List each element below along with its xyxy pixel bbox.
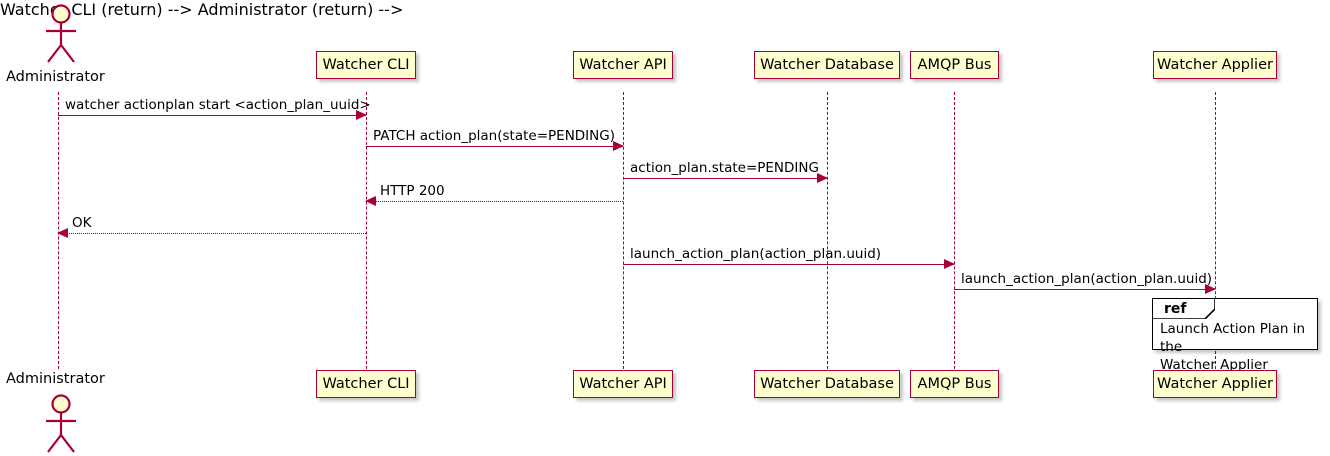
arrowhead-left-icon bbox=[57, 227, 68, 238]
message-7-launch-action-plan-applier[interactable]: launch_action_plan(action_plan.uuid) bbox=[954, 272, 1216, 294]
arrowhead-right-icon bbox=[356, 109, 367, 120]
participant-watcher-database-top[interactable]: Watcher Database bbox=[754, 51, 900, 79]
message-label: launch_action_plan(action_plan.uuid) bbox=[961, 270, 1213, 287]
message-3-action-plan-state-pending[interactable]: action_plan.state=PENDING bbox=[623, 161, 828, 183]
message-label: launch_action_plan(action_plan.uuid) bbox=[630, 245, 882, 262]
ref-fragment-text: Launch Action Plan in the Watcher Applie… bbox=[1160, 321, 1306, 373]
stick-figure-icon bbox=[46, 394, 76, 453]
participant-watcher-api-top[interactable]: Watcher API bbox=[573, 51, 673, 79]
participant-label: Watcher API bbox=[579, 56, 667, 73]
message-line bbox=[623, 264, 954, 265]
arrowhead-right-icon bbox=[1205, 283, 1216, 294]
arrowhead-right-icon bbox=[944, 258, 955, 269]
lifeline-watcher-cli bbox=[366, 92, 367, 369]
arrowhead-right-icon bbox=[613, 140, 624, 151]
message-line bbox=[954, 289, 1215, 290]
participant-label: Watcher API bbox=[579, 375, 667, 392]
ref-keyword: ref bbox=[1164, 301, 1187, 317]
actor-label-administrator-bottom: Administrator bbox=[6, 371, 105, 387]
message-label: OK bbox=[72, 214, 92, 231]
lifeline-amqp-bus bbox=[954, 92, 955, 369]
ref-fragment[interactable]: ref Launch Action Plan in the Watcher Ap… bbox=[1152, 298, 1318, 373]
participant-label: AMQP Bus bbox=[917, 375, 992, 392]
participant-watcher-api-bottom[interactable]: Watcher API bbox=[573, 370, 673, 398]
ref-fragment-tab: ref bbox=[1153, 299, 1215, 319]
message-label: PATCH action_plan(state=PENDING) bbox=[373, 127, 615, 144]
message-6-launch-action-plan-amqp[interactable]: launch_action_plan(action_plan.uuid) bbox=[623, 247, 955, 269]
message-1-watcher-actionplan-start[interactable]: watcher actionplan start <action_plan_uu… bbox=[58, 98, 371, 120]
actor-administrator-bottom bbox=[30, 392, 86, 454]
message-5-ok[interactable]: OK bbox=[57, 216, 366, 238]
actor-administrator-top bbox=[30, 2, 86, 64]
message-line bbox=[623, 178, 827, 179]
participant-watcher-cli-top[interactable]: Watcher CLI bbox=[316, 51, 416, 79]
participant-label: Watcher CLI bbox=[322, 375, 410, 392]
ref-tab-fold-icon bbox=[1153, 299, 1215, 319]
participant-amqp-bus-bottom[interactable]: AMQP Bus bbox=[910, 370, 999, 398]
arrowhead-right-icon bbox=[817, 172, 828, 183]
message-line bbox=[366, 201, 623, 202]
participant-label: Watcher Applier bbox=[1157, 375, 1273, 392]
participant-amqp-bus-top[interactable]: AMQP Bus bbox=[910, 51, 999, 79]
participant-label: Watcher Database bbox=[760, 56, 894, 73]
actor-label-administrator-top: Administrator bbox=[6, 69, 105, 85]
lifeline-watcher-applier bbox=[1215, 92, 1216, 369]
participant-watcher-cli-bottom[interactable]: Watcher CLI bbox=[316, 370, 416, 398]
participant-watcher-database-bottom[interactable]: Watcher Database bbox=[754, 370, 900, 398]
message-2-patch-action-plan[interactable]: PATCH action_plan(state=PENDING) bbox=[366, 129, 624, 151]
arrowhead-left-icon bbox=[365, 195, 376, 206]
stick-figure-icon bbox=[46, 4, 76, 63]
message-4-http-200[interactable]: HTTP 200 bbox=[365, 184, 623, 206]
participant-label: Watcher Database bbox=[760, 375, 894, 392]
participant-label: AMQP Bus bbox=[917, 56, 992, 73]
message-line bbox=[58, 115, 366, 116]
message-label: HTTP 200 bbox=[380, 182, 445, 199]
message-label: action_plan.state=PENDING bbox=[630, 159, 819, 176]
participant-label: Watcher Applier bbox=[1157, 56, 1273, 73]
lifeline-watcher-api bbox=[623, 92, 624, 369]
participant-label: Watcher CLI bbox=[322, 56, 410, 73]
message-line bbox=[366, 146, 623, 147]
message-label: watcher actionplan start <action_plan_uu… bbox=[65, 96, 371, 113]
lifeline-watcher-database bbox=[827, 92, 828, 369]
message-line bbox=[58, 233, 366, 234]
participant-watcher-applier-bottom[interactable]: Watcher Applier bbox=[1153, 370, 1277, 398]
participant-watcher-applier-top[interactable]: Watcher Applier bbox=[1153, 51, 1277, 79]
